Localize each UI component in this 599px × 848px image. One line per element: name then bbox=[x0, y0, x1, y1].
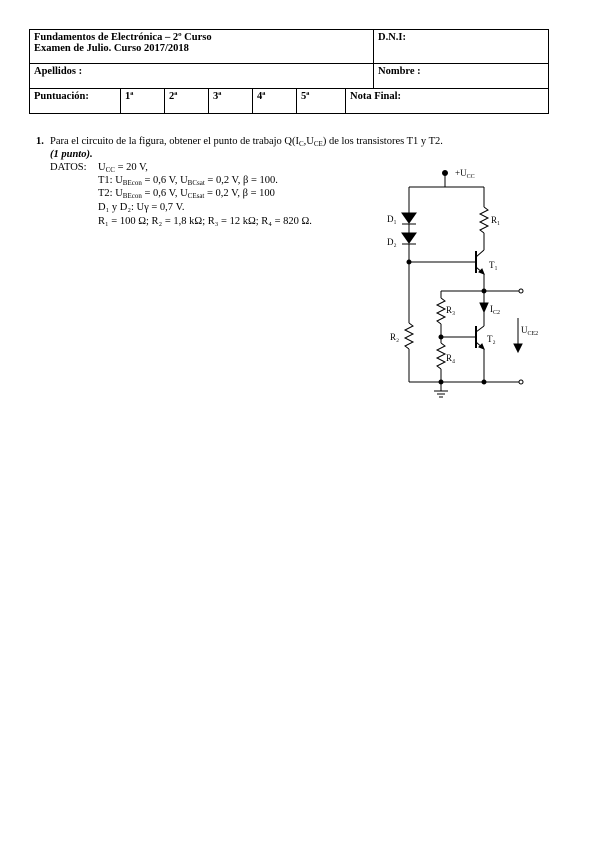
name-label: Nombre : bbox=[378, 66, 421, 77]
resistor-r3 bbox=[435, 297, 447, 325]
final-grade-cell[interactable]: Nota Final: bbox=[345, 88, 549, 114]
question-number: 1. bbox=[36, 136, 44, 147]
score-label-cell: Puntuación: bbox=[29, 88, 121, 114]
data-t1: T1: UBEcon = 0,6 V, UBCsat = 0,2 V, β = … bbox=[98, 175, 278, 187]
label-r4: R₄ bbox=[446, 353, 455, 363]
label-r3: R₃ bbox=[446, 305, 455, 315]
score-label: Puntuación: bbox=[34, 91, 89, 102]
final-grade-label: Nota Final: bbox=[350, 91, 402, 102]
supply-node bbox=[442, 170, 448, 176]
label-uce2: UCE2 bbox=[521, 325, 538, 337]
resistor-r2 bbox=[403, 322, 415, 350]
dni-cell[interactable]: D.N.I: bbox=[373, 29, 549, 64]
score-col-4[interactable]: 4ª bbox=[252, 88, 297, 114]
label-d2: D₂ bbox=[387, 237, 397, 247]
exam-line: Examen de Julio. Curso 2017/2018 bbox=[34, 43, 189, 54]
transistor-t2 bbox=[475, 325, 485, 350]
data-diodes: D₁ y D₂: Uγ = 0,7 V. bbox=[98, 202, 185, 213]
name-cell[interactable]: Nombre : bbox=[373, 63, 549, 89]
ic2-arrow bbox=[479, 302, 489, 314]
label-r1: R₁ bbox=[491, 215, 500, 225]
terminal-top bbox=[518, 288, 524, 294]
label-t2: T₂ bbox=[487, 334, 496, 344]
label-t1: T₁ bbox=[489, 260, 498, 270]
diode-d1 bbox=[401, 212, 417, 224]
label-r2: R₂ bbox=[390, 332, 399, 342]
resistor-r1 bbox=[478, 206, 490, 234]
ground-symbol bbox=[434, 390, 448, 398]
label-ic2: IC2 bbox=[490, 304, 500, 316]
course-title: Fundamentos de Electrónica – 2º Curso bbox=[34, 32, 212, 43]
surname-cell[interactable]: Apellidos : bbox=[29, 63, 374, 89]
uce2-arrow bbox=[513, 343, 523, 354]
resistor-r4 bbox=[435, 342, 447, 370]
data-t2: T2: UBEcon = 0,6 V, UCEsat = 0,2 V, β = … bbox=[98, 188, 275, 200]
dni-label: D.N.I: bbox=[378, 32, 406, 43]
terminal-bottom bbox=[518, 379, 524, 385]
data-ucc: UCC = 20 V, bbox=[98, 162, 148, 174]
label-supply: +UCC bbox=[455, 168, 475, 180]
exam-header-table: Fundamentos de Electrónica – 2º Curso Ex… bbox=[29, 29, 549, 114]
course-cell: Fundamentos de Electrónica – 2º Curso Ex… bbox=[29, 29, 374, 64]
score-col-5[interactable]: 5ª bbox=[296, 88, 346, 114]
transistor-t1 bbox=[475, 249, 485, 275]
label-d1: D₁ bbox=[387, 214, 397, 224]
score-col-2[interactable]: 2ª bbox=[164, 88, 209, 114]
surname-label: Apellidos : bbox=[34, 66, 83, 77]
diode-d2 bbox=[401, 232, 417, 244]
data-resistors: R₁ = 100 Ω; R₂ = 1,8 kΩ; R₃ = 12 kΩ; R₄ … bbox=[98, 216, 312, 227]
data-label: DATOS: bbox=[50, 162, 87, 173]
score-col-3[interactable]: 3ª bbox=[208, 88, 253, 114]
score-col-1[interactable]: 1ª bbox=[120, 88, 165, 114]
question-points: (1 punto). bbox=[50, 149, 93, 160]
question-statement: Para el circuito de la figura, obtener e… bbox=[50, 136, 443, 148]
